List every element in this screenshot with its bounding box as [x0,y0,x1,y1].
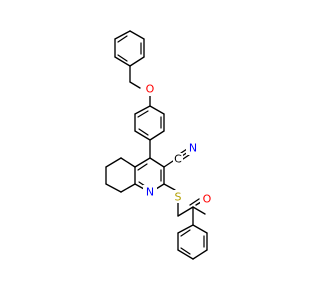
atom-labels: O C N N S O [143,82,214,206]
benzyl-methylene [129,65,141,89]
nitrile-carbon-label: C [174,153,182,166]
tetrahydro-ring [105,157,136,193]
thioether-chain [163,183,206,217]
nitrile-nitrogen-label: N [189,142,197,155]
phenylene-ring [134,105,165,141]
structure-canvas: O C N N S O [105,30,214,260]
pyridine-ring [134,157,165,190]
molecule-structure: O C N N S O [105,30,214,260]
pyridine-nitrogen-label: N [146,186,154,199]
sulfur-label: S [175,191,182,204]
benzyl-phenyl-ring [114,30,145,67]
ketone-group [189,198,202,226]
ether-oxygen-label: O [146,83,155,96]
benzoyl-phenyl-ring [177,224,208,260]
ketone-oxygen-label: O [203,193,212,206]
